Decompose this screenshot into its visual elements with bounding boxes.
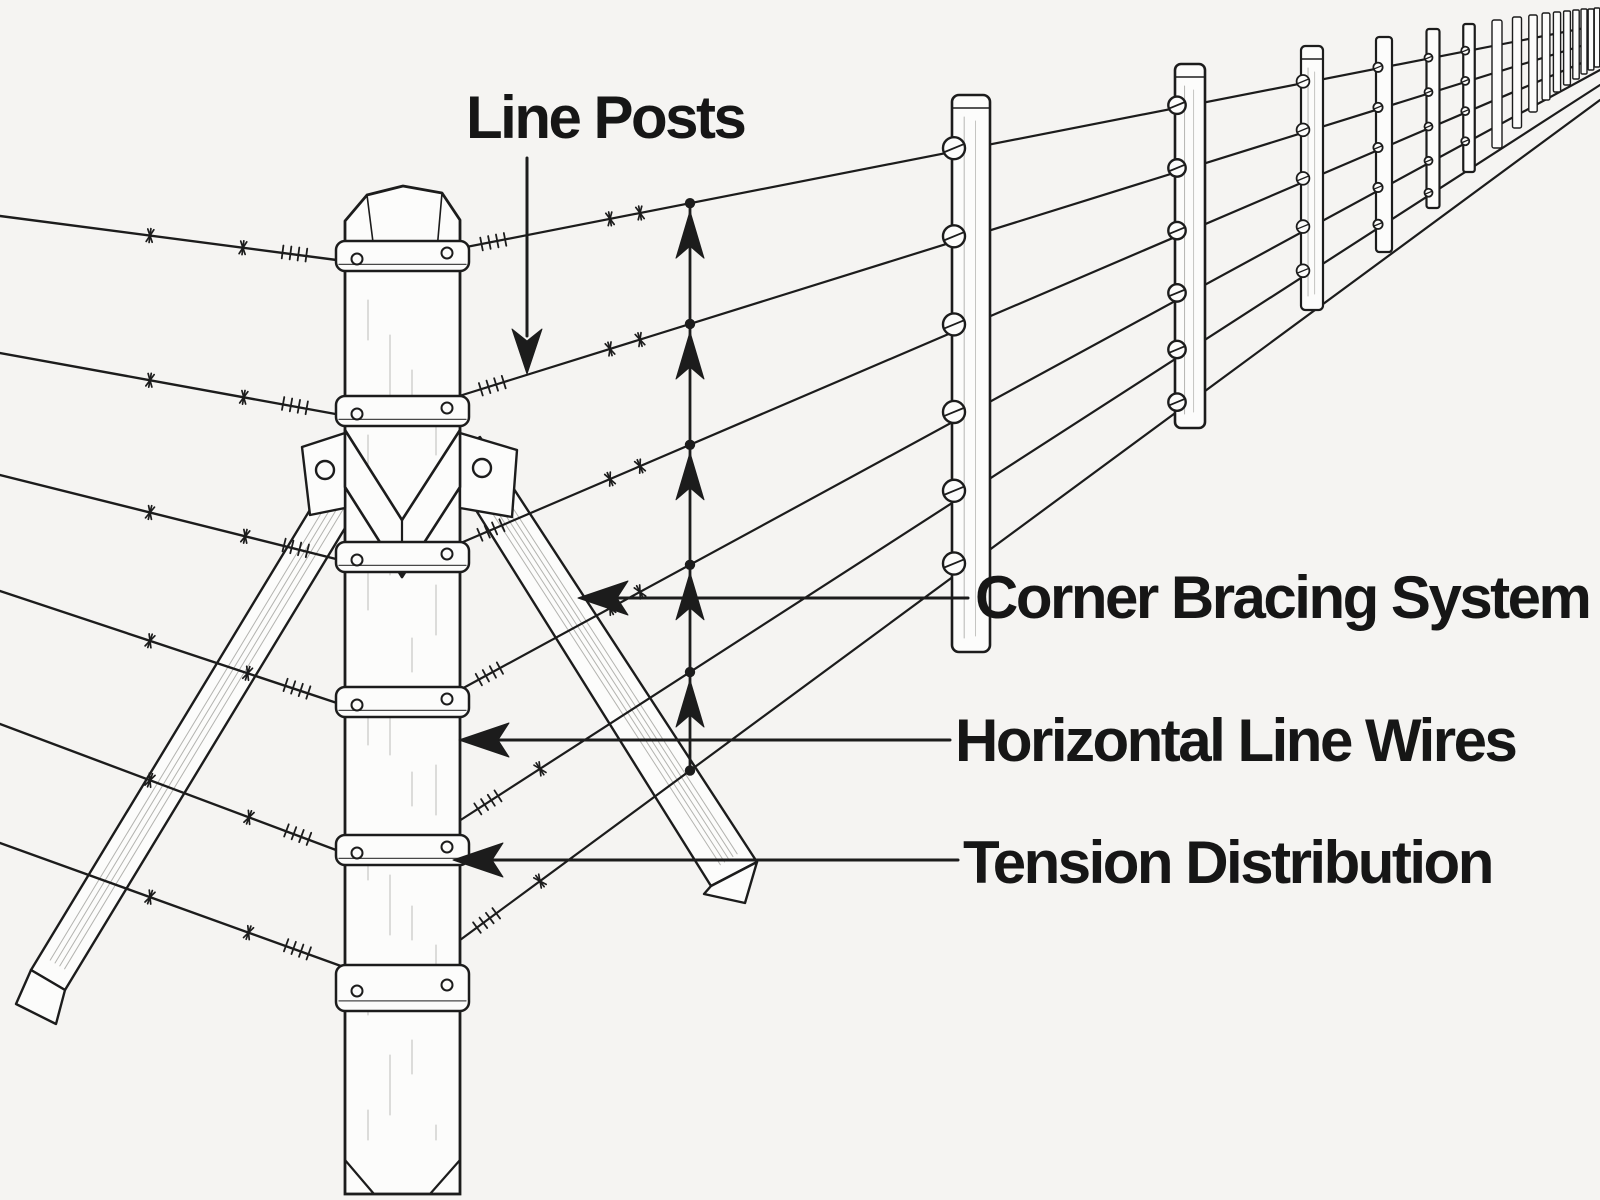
label-horizontal-line-wires: Horizontal Line Wires <box>955 707 1518 774</box>
line-post <box>1552 11 1562 93</box>
line-post <box>1460 22 1476 174</box>
line-post <box>1372 35 1394 254</box>
line-post <box>1580 8 1588 75</box>
line-post <box>1295 44 1325 312</box>
line-post <box>1423 27 1441 210</box>
corner-bracing-arrow <box>577 580 970 616</box>
label-line-posts: Line Posts <box>466 84 747 151</box>
line-post <box>1511 16 1523 129</box>
corner-post <box>300 184 519 1196</box>
line-post <box>1541 12 1551 101</box>
annotation-arrows <box>452 156 970 878</box>
line-post <box>1562 10 1572 86</box>
wire-spacing-measure <box>675 197 705 776</box>
horizontal-wires-arrow <box>458 722 952 758</box>
line-post <box>1167 62 1207 430</box>
line-post <box>1528 14 1538 113</box>
line-posts <box>941 7 1600 654</box>
line-posts-arrow <box>511 156 543 375</box>
line-post <box>1572 9 1580 80</box>
line-post <box>1491 19 1503 149</box>
label-tension-distribution: Tension Distribution <box>963 829 1494 896</box>
line-post <box>1587 8 1595 71</box>
horizontal-line-wires <box>0 23 1600 972</box>
line-post <box>941 93 992 654</box>
line-post <box>1593 7 1600 68</box>
tension-distribution-arrow <box>452 842 960 878</box>
label-corner-bracing-system: Corner Bracing System <box>975 564 1592 631</box>
